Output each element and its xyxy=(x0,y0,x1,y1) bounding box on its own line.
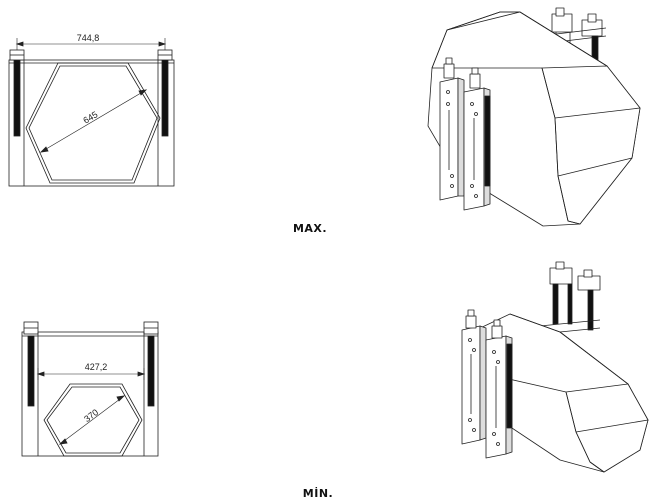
min-width-dimension: 427,2 xyxy=(85,362,108,372)
max-width-dimension: 744,8 xyxy=(77,33,100,43)
min-rear-clamp xyxy=(539,261,601,335)
min-threaded-rod-left xyxy=(27,335,35,407)
max-diagonal-dimension: 645 xyxy=(81,109,99,125)
min-octagon-bar xyxy=(475,313,649,473)
min-caption: MİN. xyxy=(303,486,333,500)
min-isometric-view xyxy=(461,261,649,473)
max-caption: MAX. xyxy=(293,222,327,235)
threaded-rod-left xyxy=(13,57,21,137)
max-front-clamp xyxy=(439,57,491,211)
min-threaded-rod-right xyxy=(147,335,155,407)
min-front-clamp xyxy=(461,309,513,459)
min-front-view xyxy=(21,321,159,457)
max-front-view xyxy=(8,38,175,187)
min-diagonal-dimension: 370 xyxy=(82,407,100,424)
max-isometric-view xyxy=(427,7,641,227)
threaded-rod-right xyxy=(161,57,169,137)
